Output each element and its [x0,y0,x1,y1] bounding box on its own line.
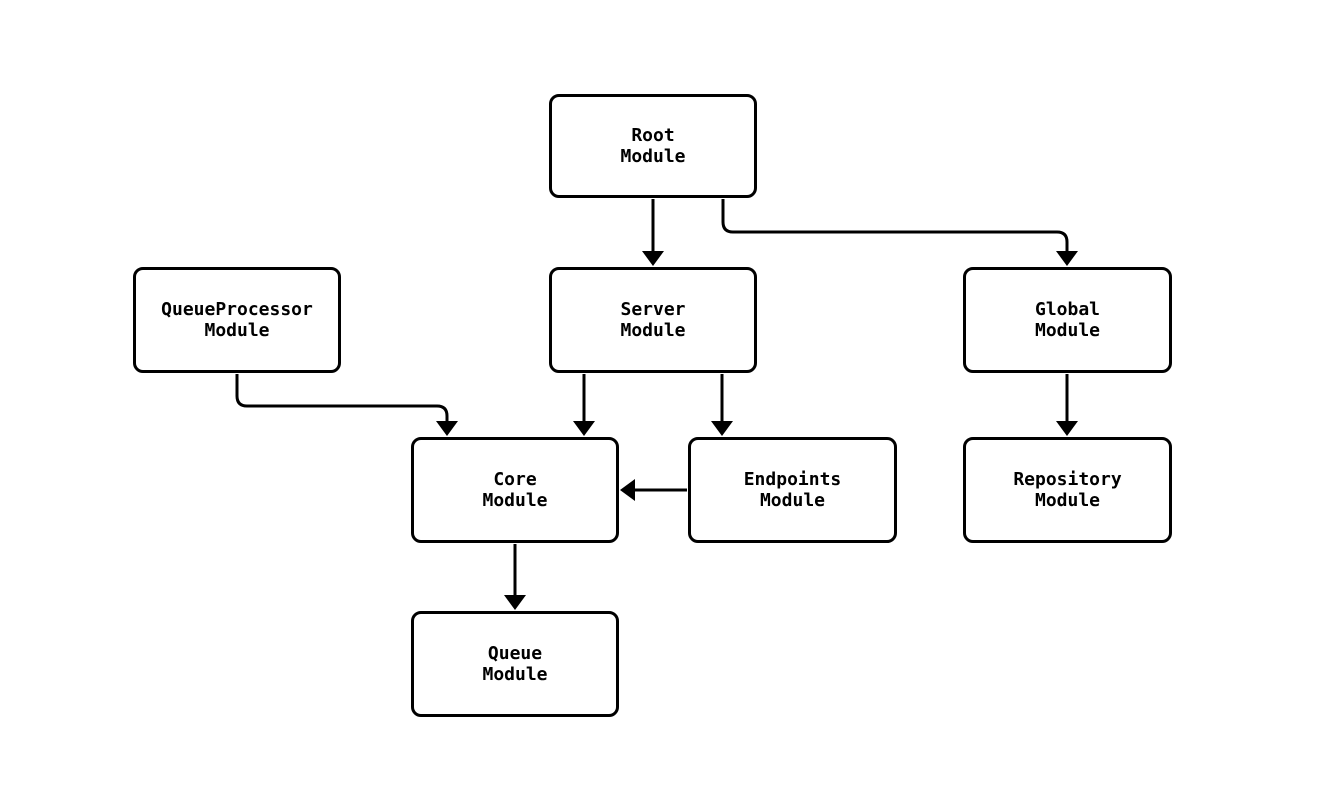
edge-endpoints-to-core [620,479,687,501]
edge-server-to-core [573,374,595,436]
node-label: Global Module [1034,299,1101,341]
node-global-module: Global Module [963,267,1172,373]
edge-core-to-queue [504,544,526,610]
edge-server-to-endpoints [711,374,733,436]
arrowhead-icon [1056,421,1078,436]
node-label: QueueProcessor Module [161,299,313,341]
arrowhead-icon [436,421,458,436]
arrowhead-icon [642,251,664,266]
node-label: Root Module [620,125,686,167]
edge-line [721,199,1069,252]
node-server-module: Server Module [549,267,757,373]
edge-global-to-repository [1056,374,1078,436]
node-queue-module: Queue Module [411,611,619,717]
arrowhead-icon [620,479,635,501]
node-label: Server Module [620,299,686,341]
node-root-module: Root Module [549,94,757,198]
node-label: Endpoints Module [743,469,842,511]
node-core-module: Core Module [411,437,619,543]
edge-line [235,374,449,422]
arrowhead-icon [573,421,595,436]
arrowhead-icon [711,421,733,436]
arrowhead-icon [504,595,526,610]
node-endpoints-module: Endpoints Module [688,437,897,543]
edge-root-to-server [642,199,664,266]
edge-queueprocessor-to-core [235,374,458,436]
node-label: Core Module [482,469,548,511]
arrowhead-icon [1056,251,1078,266]
node-label: Repository Module [1013,469,1122,511]
edge-root-to-global [721,199,1078,266]
node-queueprocessor-module: QueueProcessor Module [133,267,341,373]
node-label: Queue Module [482,643,548,685]
node-repository-module: Repository Module [963,437,1172,543]
